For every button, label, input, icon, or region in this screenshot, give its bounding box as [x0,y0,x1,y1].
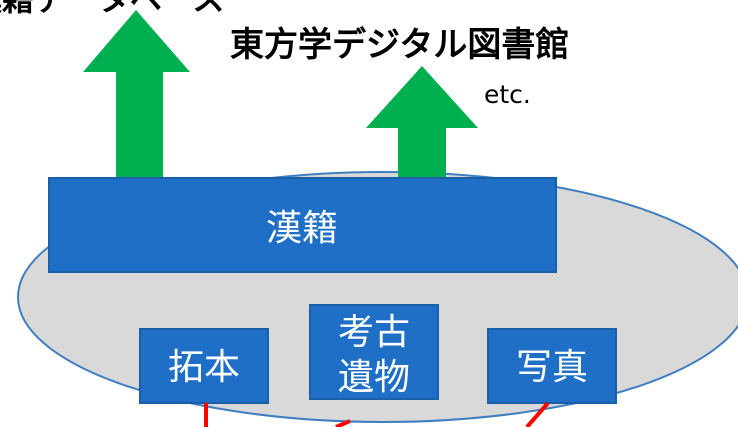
top-right-title: 東方学デジタル図書館 [230,25,569,65]
photo-box-label: 写真 [516,347,588,388]
archaeology-box-label-line1: 考古 [338,312,410,353]
main-box-label: 漢籍 [266,208,338,249]
connector-line-photo [525,401,550,427]
top-left-title: 漢籍データベース [0,0,224,18]
upward-arrow-right [366,66,478,182]
archaeology-box-label-line2: 遺物 [338,357,410,398]
etc-label: etc. [484,80,531,109]
photo-box [487,328,617,404]
main-box [48,177,557,273]
connector-line-archaeology [335,419,351,427]
upward-arrow-left [83,10,190,182]
archaeology-box [309,304,439,400]
rubbing-box-label: 拓本 [168,347,240,388]
